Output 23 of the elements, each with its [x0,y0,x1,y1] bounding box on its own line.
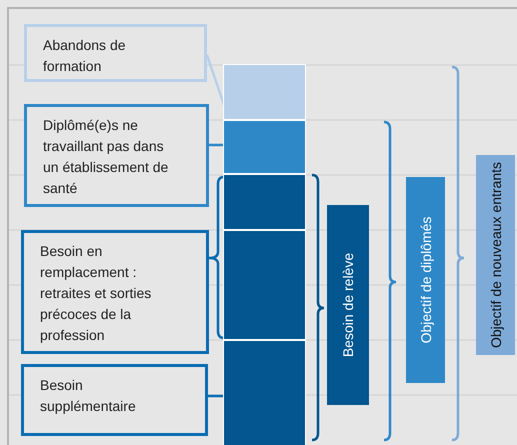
stacked-bar-segment [224,341,305,445]
bracket-leader [208,176,226,340]
callout-box [24,24,207,82]
box-label: Besoin supplémentaire [40,376,137,416]
box-label: Besoin en remplacement : retraites et sorties précoces de la profession [40,242,152,345]
stacked-bar-segment [224,65,305,119]
box-label: Diplômé(e)s ne travaillant pas dans un établissement de santé [43,116,170,198]
leader-line [209,144,224,146]
leader-line [206,54,226,106]
stacked-bar-segment [224,175,305,229]
bracket-label-box [406,177,445,383]
box-label: Objectif de nouveaux entrants [486,161,504,349]
box-label: Abandons de formation [43,36,127,76]
bracket-label-box [327,205,369,405]
box-label: Objectif de diplômés [416,216,434,346]
callout-box [24,104,209,207]
stacked-bar-segment [224,231,305,339]
callout-box [21,230,209,354]
stacked-bar-segment [224,121,305,173]
box-label: Besoin de relève [339,252,357,360]
callout-box [21,364,208,436]
leader-line [208,394,224,398]
bracket-label-box [476,155,515,355]
